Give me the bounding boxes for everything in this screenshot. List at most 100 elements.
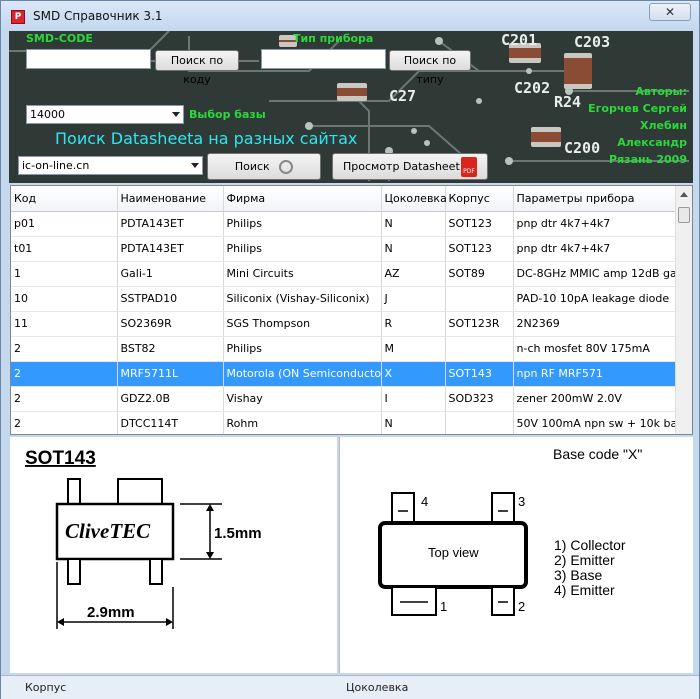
- pinout-pane: Base code "X" 4 3 1 2 Top view 1) Collec…: [339, 437, 693, 673]
- cell-code: 11: [11, 311, 118, 337]
- app-icon: P: [11, 10, 25, 24]
- cell-code: p01: [11, 211, 118, 237]
- package-drawing-pane: SOT143 CliveTEC 1.5mm 2.9mm: [10, 437, 337, 673]
- cell-firm: Vishay: [223, 386, 382, 412]
- view-datasheet-button[interactable]: Просмотр Datasheet PDF: [332, 153, 488, 180]
- smd-code-input[interactable]: [26, 49, 151, 69]
- base-select[interactable]: 14000: [26, 105, 184, 124]
- column-header-pinout[interactable]: Цоколевка: [381, 186, 447, 212]
- chevron-down-icon: [191, 163, 199, 168]
- pin-function: 4) Emitter: [554, 582, 615, 598]
- status-pinout: Цоколевка: [346, 681, 409, 694]
- view-datasheet-label: Просмотр Datasheet: [343, 160, 460, 173]
- scroll-up-icon[interactable]: [680, 192, 688, 197]
- cell-code: 2: [11, 386, 118, 412]
- scrollbar-thumb[interactable]: [678, 207, 690, 223]
- cell-package: SOT143: [445, 361, 514, 387]
- cell-name: GDZ2.0B: [117, 386, 224, 412]
- components-table[interactable]: Код Наименование Фирма Цоколевка Корпус …: [10, 185, 693, 435]
- cell-name: PDTA143ET: [117, 236, 224, 262]
- package-pin: [149, 558, 163, 585]
- vertical-scrollbar[interactable]: [675, 186, 692, 434]
- status-bar: Корпус Цоколевка: [1, 675, 699, 699]
- silkscreen-label: C203: [574, 33, 611, 51]
- package-name: SOT143: [25, 448, 96, 469]
- cell-name: DTCC114T: [117, 411, 224, 434]
- cell-firm: Rohm: [223, 411, 382, 434]
- pcb-chip: [531, 127, 561, 147]
- authors-line: Хлебин Александр: [617, 119, 687, 149]
- cell-package: SOT89: [445, 261, 514, 287]
- cell-pinout: AZ: [381, 261, 446, 287]
- close-button[interactable]: ✕: [649, 3, 691, 21]
- pinout-drawing: Base code "X" 4 3 1 2 Top view 1) Collec…: [378, 446, 642, 616]
- authors-block: Авторы: Егорчев Сергей Хлебин Александр …: [567, 83, 687, 168]
- cell-pinout: I: [381, 386, 446, 412]
- search-button[interactable]: Поиск: [207, 153, 321, 180]
- pin-4: [391, 492, 415, 524]
- pin-function: 1) Collector: [554, 537, 626, 553]
- pin-number-4: 4: [421, 494, 428, 509]
- silkscreen-label: C202: [514, 79, 551, 97]
- cell-firm: Philips: [223, 211, 382, 237]
- cell-params: DC-8GHz MMIC amp 12dB gain: [513, 261, 676, 287]
- cell-firm: Philips: [223, 236, 382, 262]
- title-bar: P SMD Справочник 3.1 ✕: [1, 1, 699, 31]
- authors-line: Авторы:: [635, 85, 687, 98]
- package-pin: [67, 558, 81, 585]
- pin-function: 3) Base: [554, 567, 602, 583]
- silkscreen-label: C201: [501, 31, 538, 49]
- cell-params: 2N2369: [513, 311, 676, 337]
- top-view-label: Top view: [428, 545, 479, 560]
- package-body: [55, 502, 175, 561]
- column-header-code[interactable]: Код: [11, 186, 118, 212]
- cell-pinout: N: [381, 236, 446, 262]
- cell-package: [445, 286, 514, 312]
- cell-params: 50V 100mA npn sw + 10k base r: [513, 411, 676, 434]
- window-title: SMD Справочник 3.1: [33, 9, 163, 23]
- site-select[interactable]: ic-on-line.cn: [18, 156, 203, 175]
- base-select-value: 14000: [30, 108, 65, 121]
- site-select-value: ic-on-line.cn: [22, 159, 90, 172]
- cell-package: SOT123R: [445, 311, 514, 337]
- chevron-down-icon: [172, 112, 180, 117]
- package-pin: [117, 478, 163, 505]
- column-header-params[interactable]: Параметры прибора: [513, 186, 676, 212]
- package-pin: [67, 478, 81, 505]
- pdf-icon: PDF: [461, 157, 477, 177]
- search-button-label: Поиск: [234, 160, 270, 173]
- package-height-label: 1.5mm: [214, 525, 262, 542]
- column-header-package[interactable]: Корпус: [445, 186, 514, 212]
- cell-code: 2: [11, 361, 118, 387]
- cell-firm: SGS Thompson: [223, 311, 382, 337]
- package-logo: CliveTEC: [65, 519, 151, 543]
- search-by-type-button[interactable]: Поиск по типу: [389, 50, 471, 86]
- column-header-name[interactable]: Наименование: [117, 186, 224, 212]
- pcb-chip: [337, 83, 367, 101]
- pcb-chip: [509, 43, 541, 63]
- cell-code: 2: [11, 336, 118, 362]
- cell-name: MRF5711L: [117, 361, 224, 387]
- cell-package: [445, 336, 514, 362]
- header-panel: C201 C203 C202 R24 C27 C200 SMD-CODE Пои…: [9, 31, 693, 183]
- pin-number-1: 1: [440, 599, 447, 614]
- pin-1: [391, 586, 437, 616]
- column-header-firm[interactable]: Фирма: [223, 186, 382, 212]
- cell-params: npn RF MRF571: [513, 361, 676, 387]
- pin-function: 2) Emitter: [554, 552, 615, 568]
- pcb-chip: [564, 53, 592, 89]
- device-type-input[interactable]: [261, 49, 386, 69]
- cell-name: SSTPAD10: [117, 286, 224, 312]
- authors-line: Егорчев Сергей: [588, 102, 687, 115]
- search-by-code-button[interactable]: Поиск по коду: [155, 50, 239, 86]
